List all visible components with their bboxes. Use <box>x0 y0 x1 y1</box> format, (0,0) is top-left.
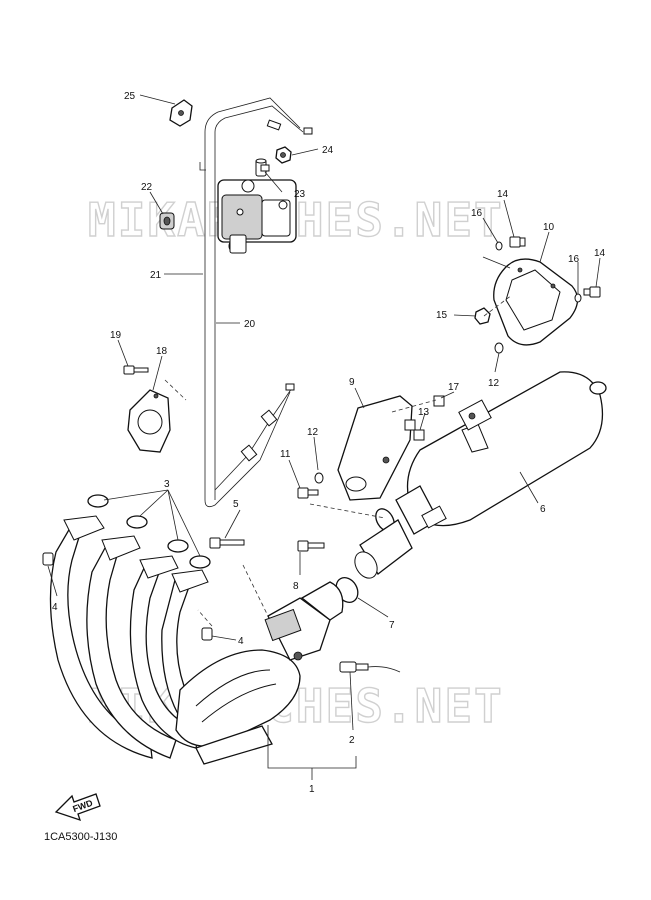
callout-17: 17 <box>448 382 460 393</box>
part-16-washer-right <box>574 293 582 303</box>
part-5-bolt <box>209 537 245 549</box>
part-18-cover <box>127 389 171 453</box>
part-12-washer-right <box>494 342 504 354</box>
part-19-bolt <box>123 365 149 375</box>
callout-14-upper: 14 <box>497 189 509 200</box>
callout-19: 19 <box>110 330 122 341</box>
part-2-oxygen-sensor <box>339 661 401 673</box>
part-25-clamp <box>169 99 193 127</box>
part-11-bolt <box>297 487 319 499</box>
part-1-exhaust-pipe-assembly <box>49 515 344 765</box>
exhaust-servo-motor <box>217 179 297 254</box>
callout-20: 20 <box>244 319 256 330</box>
callout-6: 6 <box>540 504 546 515</box>
part-4-nut-right <box>201 627 213 641</box>
callout-10: 10 <box>543 222 555 233</box>
part-13-nut <box>413 429 425 441</box>
callout-16-upper: 16 <box>471 208 483 219</box>
callout-2: 2 <box>349 735 355 746</box>
leader-lines <box>47 94 601 780</box>
callout-16-right: 16 <box>568 254 580 265</box>
callout-23: 23 <box>294 189 306 200</box>
callout-12-center: 12 <box>307 427 319 438</box>
fwd-arrow: FWD <box>54 793 101 822</box>
callout-14-right: 14 <box>594 248 606 259</box>
callout-8: 8 <box>293 581 299 592</box>
part-22-grommet <box>159 212 175 230</box>
exhaust-control-cables <box>199 97 313 508</box>
part-8-bolt <box>297 540 325 552</box>
part-15-nut <box>474 307 491 325</box>
part-6-muffler <box>354 371 607 579</box>
callout-12-right: 12 <box>488 378 500 389</box>
callout-25: 25 <box>124 91 136 102</box>
callout-labels: 25 22 23 24 21 20 19 18 9 17 13 12 11 6 … <box>52 91 606 795</box>
callout-4-left: 4 <box>52 602 58 613</box>
callout-18: 18 <box>156 346 168 357</box>
callout-9: 9 <box>349 377 355 388</box>
callout-3: 3 <box>164 479 170 490</box>
part-17-nut <box>433 395 445 407</box>
callout-22: 22 <box>141 182 153 193</box>
callout-5: 5 <box>233 499 239 510</box>
part-24-nut <box>275 146 292 164</box>
callout-7: 7 <box>389 620 395 631</box>
part-4-nut-left <box>42 552 54 566</box>
callout-24: 24 <box>322 145 334 156</box>
part-3-gaskets <box>87 494 211 569</box>
part-14-bolt-upper <box>509 236 526 248</box>
callout-15: 15 <box>436 310 448 321</box>
diagram-reference: 1CA5300-J130 <box>44 831 117 843</box>
callout-1: 1 <box>309 784 315 795</box>
callout-4-right: 4 <box>238 636 244 647</box>
part-10-bracket <box>493 258 579 346</box>
part-12-washer <box>314 472 324 484</box>
part-9-protector <box>337 395 416 501</box>
part-16-washer-upper <box>495 241 503 251</box>
part-14-bolt-right <box>583 286 601 298</box>
callout-11: 11 <box>280 449 291 460</box>
callout-21: 21 <box>150 270 162 281</box>
callout-13: 13 <box>418 407 430 418</box>
